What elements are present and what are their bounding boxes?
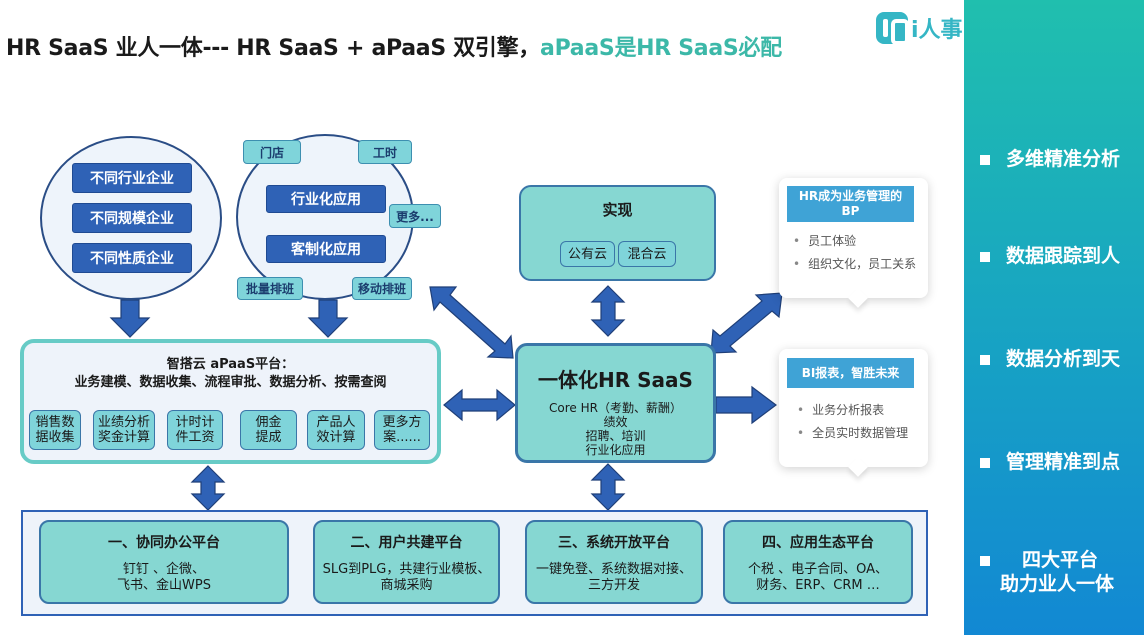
title-highlight: aPaaS是HR SaaS必配 <box>540 36 782 61</box>
sidebar-label-line2: 助力业人一体 <box>1000 573 1115 595</box>
apaas-subtitle: 业务建模、数据收集、流程审批、数据分析、按需查阅 <box>74 375 387 390</box>
platform-ecosystem: 四、应用生态平台 个税 、电子合同、OA、 财务、ERP、CRM … <box>723 520 913 604</box>
sidebar-label: 四大平台 <box>1022 549 1099 571</box>
platform-ecosystem-title: 四、应用生态平台 <box>762 535 874 551</box>
arrow-diag-app <box>429 286 514 359</box>
title-main: HR SaaS 业人一体--- HR SaaS + aPaaS 双引擎， <box>6 36 541 61</box>
tag-more: 更多... <box>389 204 441 228</box>
bullet-square-icon <box>980 355 990 365</box>
arrow-apaas-saas <box>443 388 516 422</box>
tag-mobile-schedule: 移动排班 <box>352 277 412 300</box>
sidebar-item-tracking: 数据跟踪到人 <box>980 244 1120 268</box>
enterprise-nature: 不同性质企业 <box>72 243 192 273</box>
sidebar-label: 多维精准分析 <box>1006 148 1121 170</box>
bullet-square-icon <box>980 155 990 165</box>
page-title: HR SaaS 业人一体--- HR SaaS + aPaaS 双引擎，aPaa… <box>6 30 782 62</box>
sidebar-label: 数据分析到天 <box>1006 348 1121 370</box>
apaas-platform: 智搭云 aPaaS平台： 业务建模、数据收集、流程审批、数据分析、按需查阅 <box>20 339 441 464</box>
arrow-saas-bi <box>715 385 777 425</box>
tag-batch-schedule: 批量排班 <box>237 277 303 300</box>
industry-app: 行业化应用 <box>266 185 386 213</box>
tag-store: 门店 <box>243 140 301 164</box>
public-cloud: 公有云 <box>560 241 615 267</box>
bp-card-header: HR成为业务管理的 BP <box>787 186 914 222</box>
sidebar-item-daily: 数据分析到天 <box>980 347 1120 371</box>
bullet-square-icon <box>980 556 990 566</box>
sidebar-label: 数据跟踪到人 <box>1006 245 1121 267</box>
card-performance-bonus: 业绩分析 奖金计算 <box>93 410 155 450</box>
bi-card-list: 业务分析报表 全员实时数据管理 <box>797 401 908 447</box>
platform-collab-title: 一、协同办公平台 <box>108 535 220 551</box>
card-product-efficiency: 产品人 效计算 <box>307 410 365 450</box>
logo-text: i人事 <box>911 18 963 43</box>
bp-item-experience: 员工体验 <box>793 232 916 249</box>
bi-card: BI报表，智胜未来 业务分析报表 全员实时数据管理 <box>779 349 928 477</box>
logo-mark-icon <box>876 12 909 45</box>
bi-item-realtime: 全员实时数据管理 <box>797 424 908 441</box>
bullet-square-icon <box>980 458 990 468</box>
enterprise-scale: 不同规模企业 <box>72 203 192 233</box>
platform-ecosystem-body: 个税 、电子合同、OA、 财务、ERP、CRM … <box>747 562 889 593</box>
saas-line-recruit: 招聘、培训 <box>585 429 646 443</box>
realize-title: 实现 <box>602 201 633 219</box>
apaas-title: 智搭云 aPaaS平台： <box>166 357 295 372</box>
card-commission: 佣金 提成 <box>240 410 297 450</box>
platform-open-title: 三、系统开放平台 <box>558 535 670 551</box>
arrow-realize-saas <box>590 285 626 337</box>
card-sales-data: 销售数 据收集 <box>29 410 81 450</box>
enterprise-industry: 不同行业企业 <box>72 163 192 193</box>
platform-collab: 一、协同办公平台 钉钉 、企微、 飞书、金山WPS <box>39 520 289 604</box>
bp-card-list: 员工体验 组织文化，员工关系 <box>793 232 916 278</box>
bi-card-header: BI报表，智胜未来 <box>787 358 914 388</box>
sidebar-item-precise: 管理精准到点 <box>980 450 1120 474</box>
bullet-square-icon <box>980 252 990 262</box>
arrow-apaas-bottom <box>190 465 226 511</box>
bp-card: HR成为业务管理的 BP 员工体验 组织文化，员工关系 <box>779 178 928 308</box>
platform-cocreate: 二、用户共建平台 SLG到PLG，共建行业模板、 商城采购 <box>313 520 500 604</box>
platform-cocreate-body: SLG到PLG，共建行业模板、 商城采购 <box>322 562 491 593</box>
platforms-frame: 一、协同办公平台 钉钉 、企微、 飞书、金山WPS 二、用户共建平台 SLG到P… <box>21 510 928 616</box>
arrow-diag-bp <box>710 292 783 354</box>
sidebar-item-platforms: 四大平台 助力业人一体 <box>980 548 1114 596</box>
bp-item-culture: 组织文化，员工关系 <box>793 255 916 272</box>
platform-cocreate-title: 二、用户共建平台 <box>350 535 463 551</box>
bi-item-report: 业务分析报表 <box>797 401 908 418</box>
hybrid-cloud: 混合云 <box>618 241 676 267</box>
saas-line-industry: 行业化应用 <box>585 443 646 457</box>
saas-line-core: Core HR（考勤、薪酬） <box>549 401 682 415</box>
arrow-down-left <box>109 299 151 338</box>
card-more-solutions: 更多方 案...... <box>374 410 430 450</box>
saas-title: 一体化HR SaaS <box>538 368 693 392</box>
connector-arrows <box>109 285 783 511</box>
card-piece-wage: 计时计 件工资 <box>167 410 223 450</box>
platform-open: 三、系统开放平台 一键免登、系统数据对接、 三方开发 <box>525 520 703 604</box>
platform-collab-body: 钉钉 、企微、 飞书、金山WPS <box>117 562 211 593</box>
sidebar-label: 管理精准到点 <box>1006 451 1121 473</box>
saas-line-performance: 绩效 <box>603 415 628 429</box>
right-sidebar: 多维精准分析 数据跟踪到人 数据分析到天 管理精准到点 四大平台 助力业人一体 <box>964 0 1144 635</box>
platform-open-body: 一键免登、系统数据对接、 三方开发 <box>535 562 692 593</box>
sidebar-item-analysis: 多维精准分析 <box>980 147 1120 171</box>
brand-logo: i人事 <box>876 12 963 45</box>
arrow-saas-bottom <box>590 463 626 511</box>
arrow-down-right <box>307 299 349 338</box>
realize-box: 实现 <box>519 185 716 281</box>
custom-app: 客制化应用 <box>266 235 386 263</box>
hr-saas-box: 一体化HR SaaS Core HR（考勤、薪酬） 绩效 招聘、培训 行业化应用 <box>515 343 716 463</box>
tag-work-hours: 工时 <box>358 140 412 164</box>
